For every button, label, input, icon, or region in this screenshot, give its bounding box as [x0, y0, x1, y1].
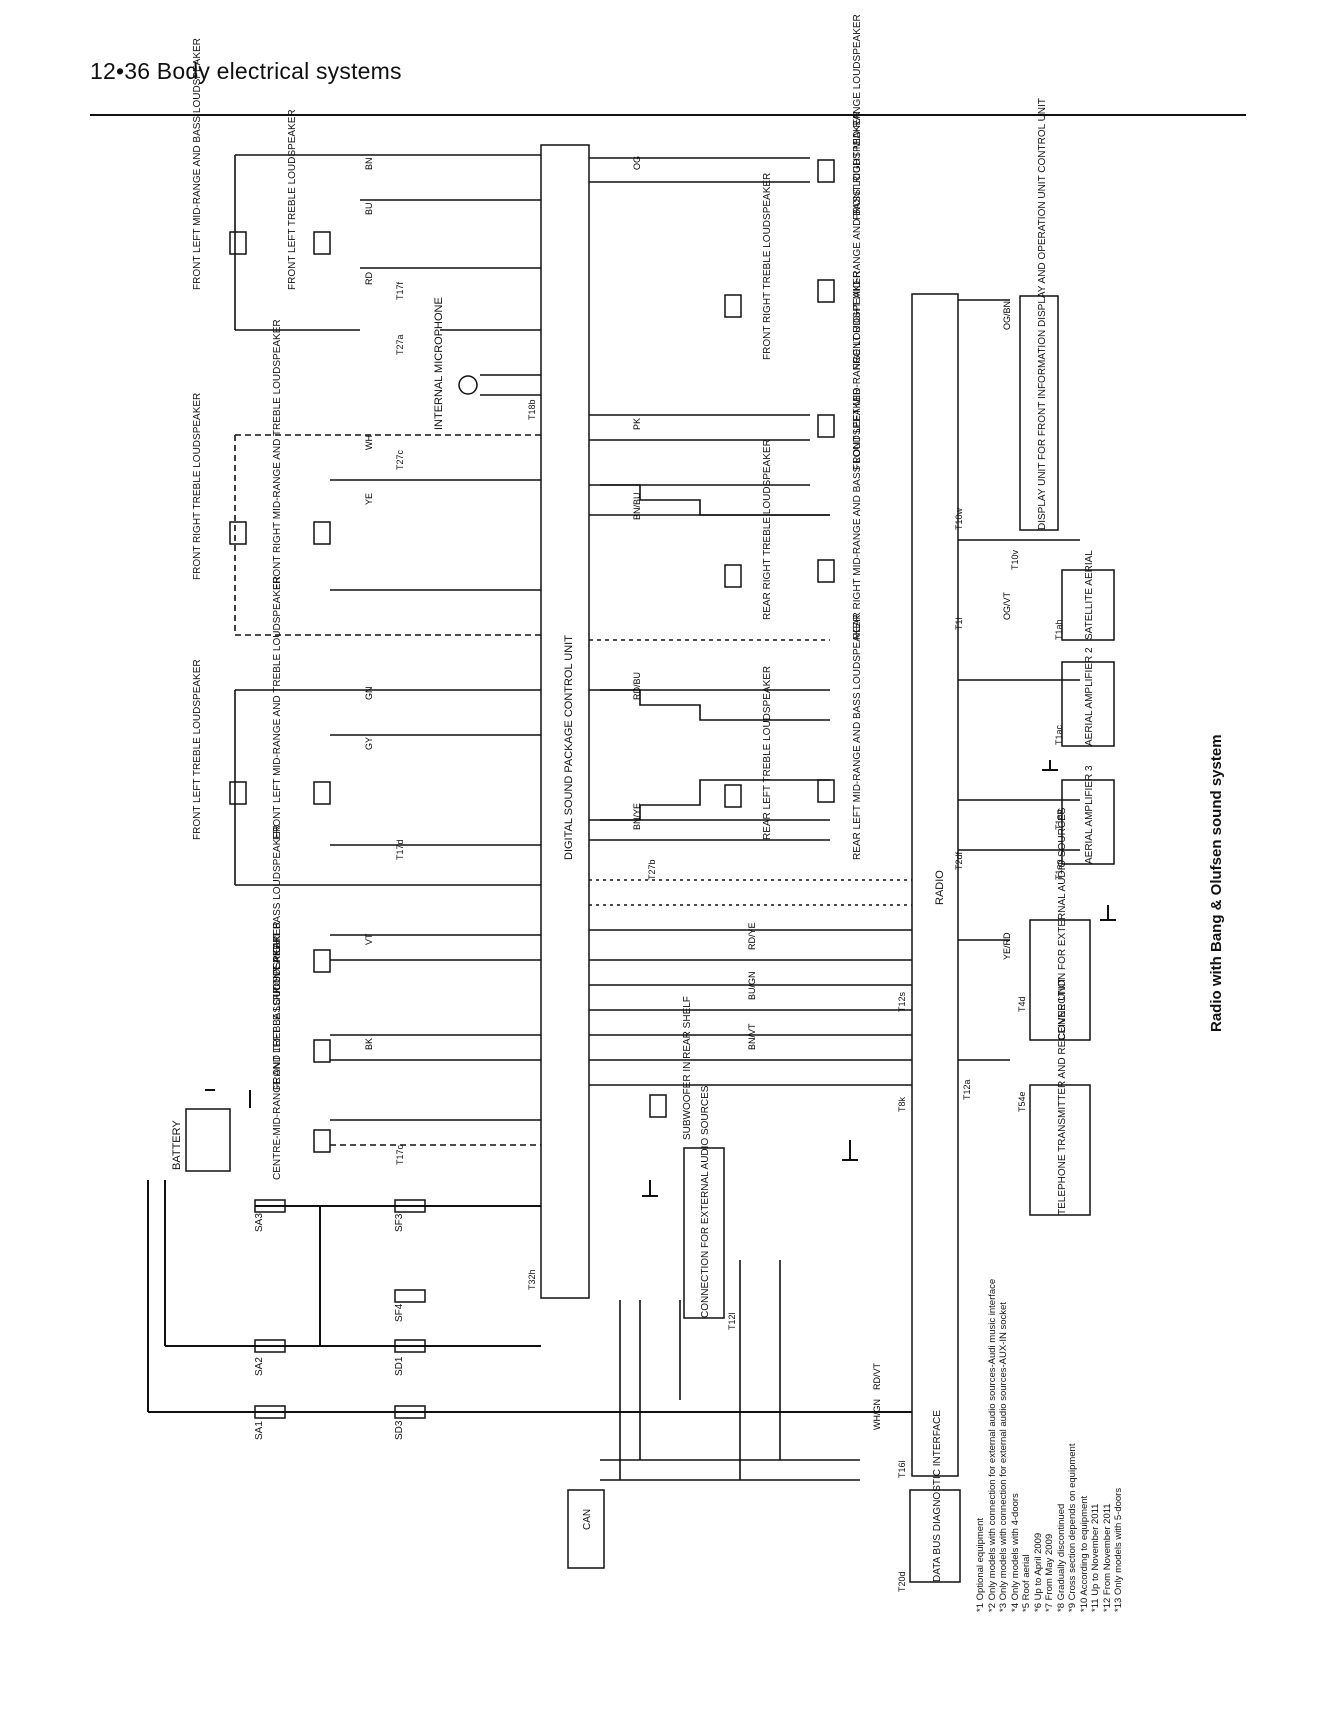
footnote: *7 From May 2009: [1044, 1533, 1055, 1612]
footnote: *2 Only models with connection for exter…: [986, 1278, 998, 1612]
header-rule: [90, 114, 1246, 116]
connector-label: T54e: [1017, 1091, 1027, 1112]
footnote: *12 From November 2011: [1101, 1503, 1113, 1612]
diagram-caption: Radio with Bang & Olufsen sound system: [1208, 734, 1225, 1032]
connector-label: T10w: [954, 507, 964, 530]
connector-label: T27c: [395, 449, 405, 470]
diag-label: DATA BUS DIAGNOSTIC INTERFACE: [932, 1410, 943, 1582]
telephone-label: TELEPHONE TRANSMITTER AND RECEIVER UNIT: [1057, 977, 1068, 1215]
connector-label: T1l: [954, 617, 964, 630]
speaker-label: FRONT RIGHT BASS LOUDSPEAKER: [272, 825, 283, 1000]
speaker-label: FRONT RIGHT TREBLE LOUDSPEAKER: [192, 393, 203, 580]
battery-label: BATTERY: [171, 1120, 183, 1170]
amp2-label: AERIAL AMPLIFIER 2: [1084, 647, 1095, 746]
fuse-label: SA3: [254, 1213, 265, 1232]
speaker-label: FRONT RIGHT MID-RANGE AND TREBLE LOUDSPE…: [272, 319, 283, 590]
diag-box: [909, 1489, 961, 1583]
footnote: *13 Only models with 5-doors: [1113, 1487, 1124, 1612]
connector-label: T16l: [897, 1460, 907, 1478]
page-header: 12•36 Body electrical systems: [90, 58, 402, 84]
connector-label: T8k: [897, 1096, 907, 1112]
connector-label: T12l: [727, 1312, 737, 1330]
footnote: *5 Roof aerial: [1021, 1554, 1032, 1612]
display-unit-label: DISPLAY UNIT FOR FRONT INFORMATION DISPL…: [1037, 98, 1048, 530]
amp3-box: [1061, 779, 1115, 865]
fuse-label: SF3: [394, 1213, 405, 1232]
speaker-label: FRONT RIGHT MID-RANGE AND BASS LOUDSPEAK…: [852, 111, 863, 370]
footnote: *1 Optional equipment: [975, 1517, 986, 1612]
connector-label: T2df: [954, 851, 964, 870]
fuse-label: SD1: [394, 1356, 405, 1376]
speaker-label: REAR RIGHT MID-RANGE AND BASS LOUDSPEAKE…: [852, 388, 863, 640]
footnote: *11 Up to November 2011: [1090, 1503, 1101, 1612]
connector-label: T32h: [527, 1269, 537, 1290]
radio-box: [911, 293, 959, 1477]
footnotes: *1 Optional equipment *2 Only models wit…: [975, 1012, 1125, 1612]
fuse-label: SF4: [394, 1303, 405, 1322]
connector-label: T12s: [897, 991, 907, 1012]
ext-audio-2-label: CONNECTION FOR EXTERNAL AUDIO SOURCES: [1057, 807, 1068, 1040]
speaker-label: REAR LEFT TREBLE LOUDSPEAKER: [762, 666, 773, 840]
amp3-label: AERIAL AMPLIFIER 3: [1084, 765, 1095, 864]
connector-label: T1ao: [1054, 859, 1064, 880]
amp2-box: [1061, 661, 1115, 747]
footnote: *8 Gradually discontinued: [1055, 1503, 1067, 1612]
connector-label: T17c: [395, 1144, 405, 1165]
footnote: *10 According to equipment: [1078, 1495, 1090, 1612]
connector-label: T1ah: [1054, 619, 1064, 640]
speaker-label: FRONT LEFT MID-RANGE AND TREBLE LOUDSPEA…: [272, 576, 283, 840]
ext-audio-1-box: [683, 1147, 725, 1319]
speaker-label: FRONT RIGHT MID-RANGE LOUDSPEAKER: [852, 14, 863, 220]
footnote: *9 Cross section depends on equipment: [1067, 1443, 1078, 1612]
connector-label: T27a: [395, 334, 405, 355]
speaker-label: FRONT LEFT TREBLE LOUDSPEAKER: [287, 109, 298, 290]
connector-label: T10v: [1010, 549, 1020, 570]
microphone-icon: [458, 375, 478, 395]
speaker-label: FRONT LEFT BASS LOUDSPEAKER: [272, 921, 283, 1090]
speaker-label: FRONT LEFT MID-RANGE LOUDSPEAKER: [852, 271, 863, 470]
control-unit-box: [540, 144, 590, 1299]
fuse-label: SA2: [254, 1357, 265, 1376]
battery-box: [185, 1108, 231, 1172]
speaker-label: FRONT RIGHT TREBLE LOUDSPEAKER: [762, 173, 773, 360]
display-unit-box: [1019, 295, 1059, 531]
radio-label: RADIO: [934, 870, 946, 905]
connector-label: T1ap: [1054, 809, 1064, 830]
connector-label: T17d: [395, 839, 405, 860]
telephone-box: [1029, 1084, 1091, 1216]
connector-label: T20d: [897, 1571, 907, 1592]
connector-label: T27b: [647, 859, 657, 880]
connector-label: T17f: [395, 281, 405, 300]
connector-label: T1ac: [1054, 724, 1064, 745]
speaker-label: REAR LEFT MID-RANGE AND BASS LOUDSPEAKER: [852, 615, 863, 860]
connector-label: T18b: [527, 399, 537, 420]
can-label: CAN: [582, 1509, 593, 1530]
can-box: [567, 1489, 605, 1569]
ext-audio-2-box: [1029, 919, 1091, 1041]
satellite-box: [1061, 569, 1115, 641]
fuse-label: SA1: [254, 1421, 265, 1440]
satellite-label: SATELLITE AERIAL: [1084, 550, 1095, 640]
fuse-label: SD3: [394, 1420, 405, 1440]
speaker-label: FRONT LEFT MID-RANGE AND BASS LOUDSPEAKE…: [192, 38, 203, 290]
footnote: *3 Only models with connection for exter…: [998, 1302, 1009, 1612]
ext-audio-1-label: CONNECTION FOR EXTERNAL AUDIO SOURCES: [700, 1085, 711, 1318]
connector-label: T12a: [962, 1079, 972, 1100]
footnote: *6 Up to April 2009: [1032, 1532, 1044, 1612]
footnote: *4 Only models with 4-doors: [1009, 1493, 1021, 1612]
subwoofer-label: SUBWOOFER IN REAR SHELF: [682, 996, 693, 1140]
connector-label: T4d: [1017, 996, 1027, 1012]
control-unit-label: DIGITAL SOUND PACKAGE CONTROL UNIT: [563, 635, 575, 860]
speaker-label: FRONT LEFT TREBLE LOUDSPEAKER: [192, 659, 203, 840]
speaker-label: CENTRE-MID-RANGE AND TREBLE LOUDSPEAKER: [272, 936, 283, 1180]
microphone-label: INTERNAL MICROPHONE: [433, 297, 445, 430]
speaker-label: REAR RIGHT TREBLE LOUDSPEAKER: [762, 439, 773, 620]
